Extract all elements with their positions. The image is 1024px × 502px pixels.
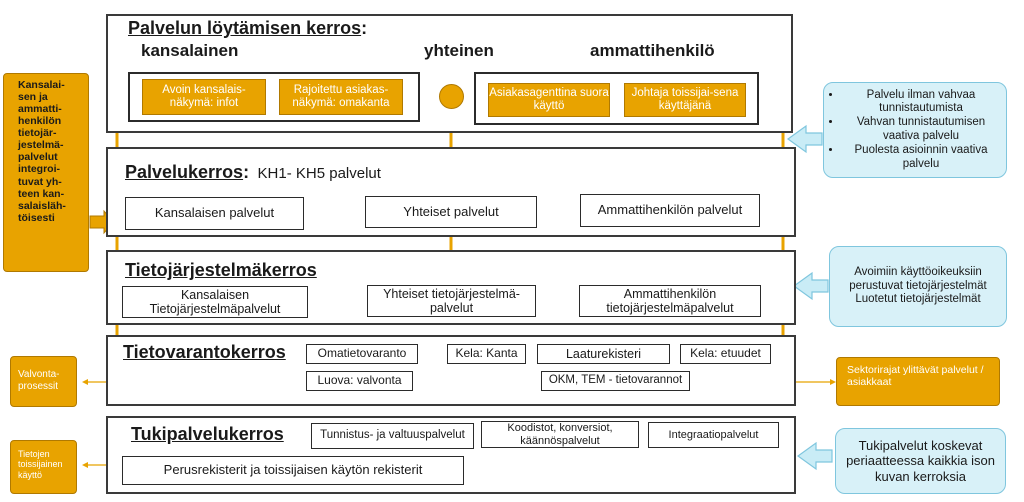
column-shared-label: yhteinen xyxy=(424,41,494,60)
column-pro-label: ammattihenkilö xyxy=(590,41,715,60)
discovery-layer-title: Palvelun löytämisen kerros xyxy=(128,18,362,38)
auth-level-2: Vahvan tunnistautumisen vaativa palvelu xyxy=(842,116,1000,144)
discovery-layer-colon: : xyxy=(361,18,368,38)
integration-services-box: Integraatiopalvelut xyxy=(648,422,779,448)
service-layer-subtitle: KH1- KH5 palvelut xyxy=(257,165,381,182)
integration-note: Kansalai-sen ja ammatti-henkilön tietojä… xyxy=(3,73,89,272)
auth-levels-note: Palvelu ilman vahvaa tunnistautumista Va… xyxy=(823,82,1007,178)
open-citizen-view-box: Avoin kansalais-näkymä: infot xyxy=(142,79,266,115)
client-agent-box: Asiakasagenttina suora käyttö xyxy=(488,83,610,117)
open-rights-note: Avoimiin käyttöoikeuksiin perustuvat tie… xyxy=(829,246,1007,327)
auth-level-3: Puolesta asioinnin vaativa palvelu xyxy=(842,144,1000,172)
okm-tem-data-box: OKM, TEM - tietovarannot xyxy=(541,371,690,391)
service-layer-title-row: Palvelukerros: KH1- KH5 palvelut xyxy=(125,162,381,183)
system-layer-title: Tietojärjestelmäkerros xyxy=(125,260,317,280)
auth-level-1: Palvelu ilman vahvaa tunnistautumista xyxy=(842,89,1000,117)
code-services-box: Koodistot, konversiot, käännöspalvelut xyxy=(481,421,639,448)
manager-secondary-user-box: Johtaja toissijai-sena käyttäjänä xyxy=(624,83,746,117)
restricted-client-view-box: Rajoitettu asiakas-näkymä: omakanta xyxy=(279,79,403,115)
pro-services-box: Ammattihenkilön palvelut xyxy=(580,194,760,227)
shared-circle xyxy=(439,84,464,109)
luova-supervision-box: Luova: valvonta xyxy=(306,371,413,391)
citizen-it-services-box: Kansalaisen Tietojärjestelmäpalvelut xyxy=(122,286,308,318)
supervision-note: Valvonta-prosessit xyxy=(10,356,77,407)
sector-boundaries-note: Sektorirajat ylittävät palvelut / asiakk… xyxy=(836,357,1000,406)
secondary-use-note: Tietojen toissijainen käyttö xyxy=(10,440,77,494)
base-registers-box: Perusrekisterit ja toissijaisen käytön r… xyxy=(122,456,464,485)
shared-it-services-box: Yhteiset tietojärjestelmä-palvelut xyxy=(367,285,536,317)
citizen-services-box: Kansalaisen palvelut xyxy=(125,197,304,230)
kela-kanta-box: Kela: Kanta xyxy=(447,344,526,364)
discovery-layer-title-row: Palvelun löytämisen kerros: xyxy=(128,18,367,39)
support-layer-title: Tukipalvelukerros xyxy=(131,424,284,444)
column-citizen-label: kansalainen xyxy=(141,41,239,60)
kela-benefits-box: Kela: etuudet xyxy=(680,344,771,364)
support-note: Tukipalvelut koskevat periaatteessa kaik… xyxy=(835,428,1006,494)
service-layer-colon: : xyxy=(243,162,250,182)
pro-it-services-box: Ammattihenkilön tietojärjestelmäpalvelut xyxy=(579,285,761,317)
quality-registry-box: Laaturekisteri xyxy=(537,344,670,364)
shared-services-box: Yhteiset palvelut xyxy=(365,196,537,228)
service-layer-title: Palvelukerros xyxy=(125,162,244,182)
data-layer-title: Tietovarantokerros xyxy=(123,342,286,362)
own-data-store-box: Omatietovaranto xyxy=(306,344,418,364)
identification-services-box: Tunnistus- ja valtuuspalvelut xyxy=(311,423,474,449)
